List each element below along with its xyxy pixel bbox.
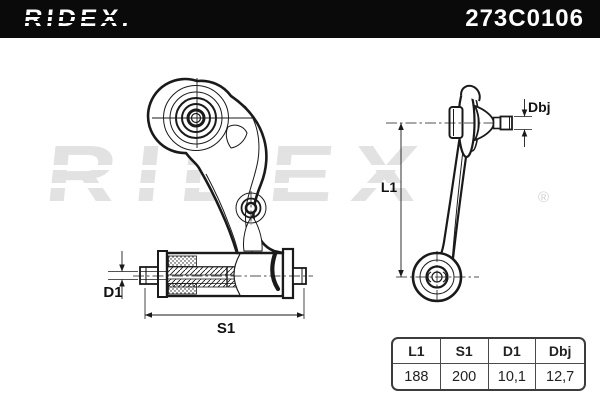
front-view: D1 S1: [103, 77, 313, 337]
table-header-l1: L1: [393, 339, 441, 364]
front-view-sleeve-bushing: [139, 247, 307, 300]
table-value-l1: 188: [393, 364, 441, 389]
dbj-label: Dbj: [528, 99, 551, 115]
ridex-watermark: RIDEX ®: [36, 129, 600, 218]
ridex-logo-text: RIDEX.: [22, 5, 135, 32]
dimension-table: L1 S1 D1 Dbj 188 200 10,1 12,7: [391, 337, 586, 391]
d1-label: D1: [103, 284, 122, 301]
dimension-l1: [398, 123, 404, 277]
watermark-slit-decoration: [36, 165, 600, 170]
s1-label: S1: [217, 320, 235, 337]
dimension-d1: [108, 251, 138, 299]
front-view-mid-hole: [235, 191, 267, 225]
table-header-d1: D1: [488, 339, 537, 364]
side-view-bushing-eye: [396, 251, 479, 303]
part-number: 273C0106: [465, 5, 584, 32]
watermark-slit-decoration: [36, 183, 600, 188]
table-value-d1: 10,1: [489, 364, 537, 389]
logo-slit-decoration: [21, 15, 137, 17]
dimension-s1: [144, 288, 305, 319]
table-header-dbj: Dbj: [536, 339, 584, 364]
dimension-dbj: [514, 99, 532, 147]
header-bar: RIDEX. 273C0106: [0, 0, 600, 38]
side-view-ball-joint: [448, 84, 513, 159]
table-header-s1: S1: [440, 339, 489, 364]
l1-label: L1: [381, 179, 398, 195]
registered-trademark-icon: ®: [538, 189, 550, 206]
table-value-s1: 200: [441, 364, 489, 389]
table-value-dbj: 12,7: [546, 368, 575, 385]
front-view-arm: [146, 77, 285, 255]
front-view-bushing-eye: [152, 78, 255, 151]
side-view: L1 Dbj: [381, 84, 551, 303]
ridex-logo: RIDEX.: [20, 0, 137, 38]
logo-slit-decoration: [20, 21, 137, 23]
